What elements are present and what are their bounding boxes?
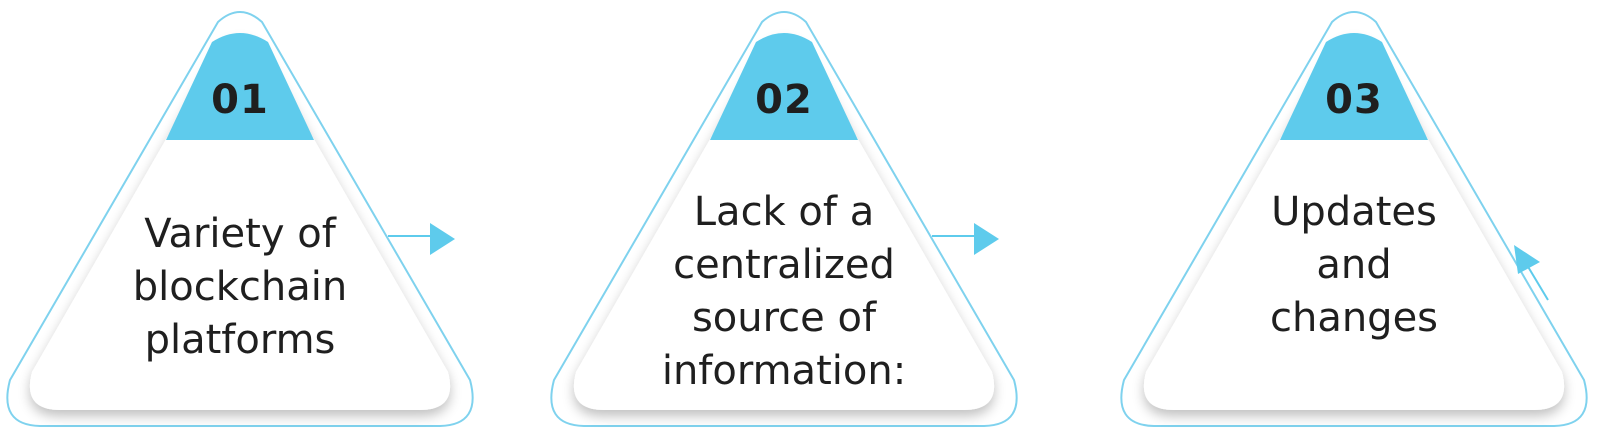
step-text-line: centralized xyxy=(673,242,895,288)
up-arrow-icon xyxy=(1514,245,1540,274)
step-number-3: 03 xyxy=(1325,77,1383,123)
right-arrow-icon xyxy=(430,223,455,255)
step-number-1: 01 xyxy=(211,77,269,123)
step-card-1 xyxy=(6,11,474,427)
step-text-line: Lack of a xyxy=(693,189,875,235)
step-text-line: changes xyxy=(1269,295,1439,341)
triangle-outline-1 xyxy=(6,11,474,427)
step-text-line: source of xyxy=(691,295,877,341)
step-card-3 xyxy=(1120,11,1588,427)
triangle-card-2 xyxy=(573,35,995,410)
triangle-card-3 xyxy=(1143,35,1565,410)
triangle-badge-cap-1 xyxy=(212,33,268,42)
number-badge-2 xyxy=(710,42,858,140)
number-badge-1 xyxy=(166,42,314,140)
step-text-line: platforms xyxy=(144,317,336,363)
step-text-1: Variety of blockchain platforms xyxy=(90,208,390,367)
step-text-2: Lack of a centralized source of informat… xyxy=(634,186,934,398)
step-number-2: 02 xyxy=(755,77,813,123)
step-text-line: Variety of xyxy=(144,211,336,257)
triangle-badge-cap-2 xyxy=(756,33,812,42)
triangle-badge-cap-3 xyxy=(1326,33,1382,42)
connector-line-3 xyxy=(1526,264,1549,301)
step-text-3: Updates and changes xyxy=(1204,186,1504,345)
step-text-line: Updates xyxy=(1271,189,1437,235)
triangle-card-1 xyxy=(29,35,451,410)
step-text-line: and xyxy=(1316,242,1392,288)
triangle-outline-2 xyxy=(550,11,1018,427)
step-text-line: blockchain xyxy=(132,264,348,310)
triangle-outline-3 xyxy=(1120,11,1588,427)
number-badge-3 xyxy=(1280,42,1428,140)
right-arrow-icon xyxy=(974,223,999,255)
step-text-line: information: xyxy=(661,348,907,394)
step-card-2 xyxy=(550,11,1018,427)
